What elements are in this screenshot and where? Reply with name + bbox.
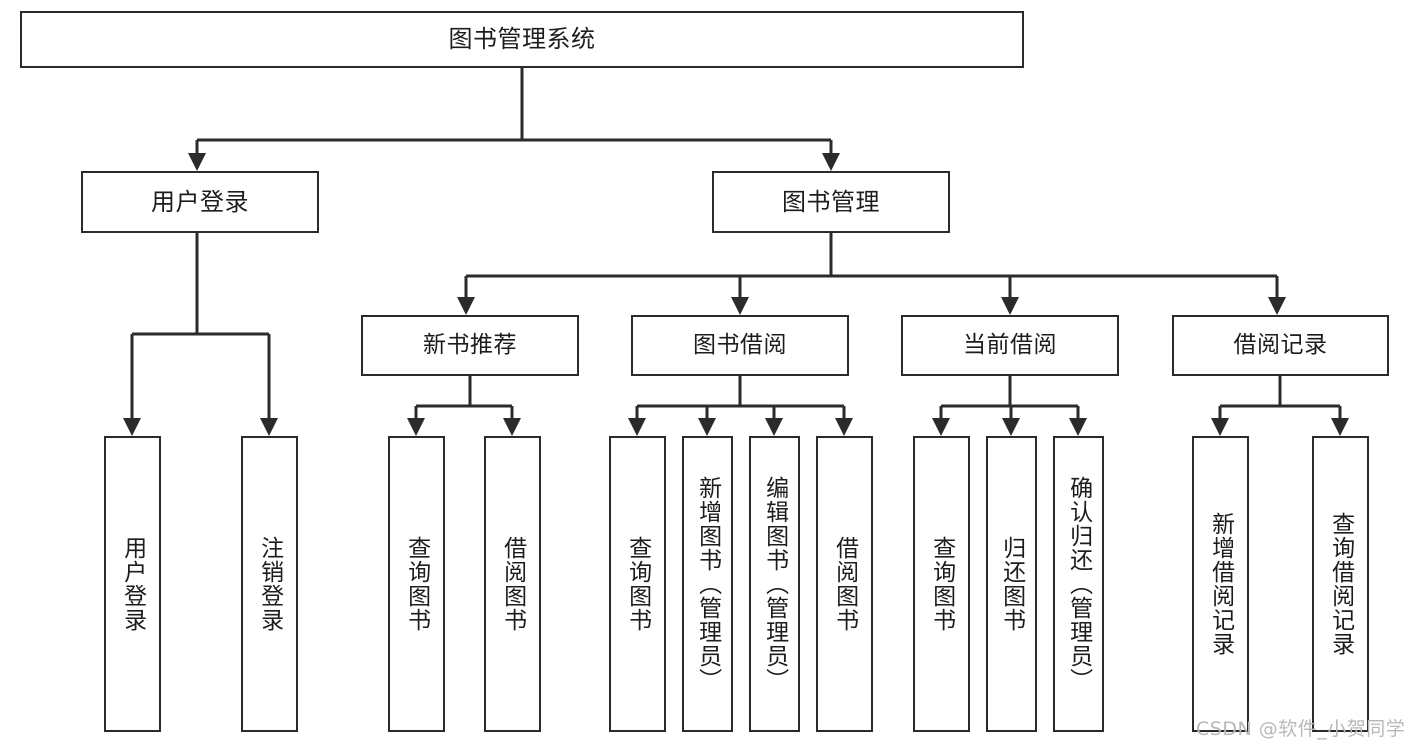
- node-leaf-query-book-1-label: 查询图书: [403, 536, 430, 632]
- node-borrow-record-label: 借阅记录: [1233, 331, 1328, 358]
- node-new-book-recommend-label: 新书推荐: [423, 331, 517, 358]
- node-leaf-borrow-book-2[interactable]: 借阅图书: [816, 436, 873, 732]
- node-leaf-query-book-3-label: 查询图书: [928, 536, 955, 632]
- node-leaf-borrow-book-1-label: 借阅图书: [499, 536, 526, 632]
- node-leaf-edit-book-label: 编辑图书（管理员）: [761, 476, 788, 692]
- node-new-book-recommend[interactable]: 新书推荐: [361, 315, 579, 376]
- node-leaf-borrow-book-1[interactable]: 借阅图书: [484, 436, 541, 732]
- node-leaf-query-book-2[interactable]: 查询图书: [609, 436, 666, 732]
- node-leaf-user-login-label: 用户登录: [119, 536, 146, 632]
- node-book-manage-label: 图书管理: [782, 187, 880, 216]
- node-leaf-confirm-return-label: 确认归还（管理员）: [1065, 476, 1092, 692]
- node-leaf-add-book-label: 新增图书（管理员）: [694, 476, 721, 692]
- node-book-borrow[interactable]: 图书借阅: [631, 315, 849, 376]
- node-user-login-label: 用户登录: [151, 187, 249, 216]
- node-leaf-add-record-label: 新增借阅记录: [1207, 512, 1234, 656]
- node-leaf-query-record[interactable]: 查询借阅记录: [1312, 436, 1369, 732]
- node-current-borrow[interactable]: 当前借阅: [901, 315, 1119, 376]
- node-book-borrow-label: 图书借阅: [693, 331, 787, 358]
- node-leaf-user-login[interactable]: 用户登录: [104, 436, 161, 732]
- watermark-text: CSDN @软件_小贺同学: [1196, 718, 1405, 740]
- node-leaf-confirm-return[interactable]: 确认归还（管理员）: [1053, 436, 1104, 732]
- node-leaf-query-book-3[interactable]: 查询图书: [913, 436, 970, 732]
- node-leaf-query-book-1[interactable]: 查询图书: [388, 436, 445, 732]
- node-leaf-query-book-2-label: 查询图书: [624, 536, 651, 632]
- node-leaf-query-record-label: 查询借阅记录: [1327, 512, 1354, 656]
- node-leaf-edit-book[interactable]: 编辑图书（管理员）: [749, 436, 800, 732]
- node-book-manage[interactable]: 图书管理: [712, 171, 950, 233]
- node-leaf-borrow-book-2-label: 借阅图书: [831, 536, 858, 632]
- node-leaf-add-record[interactable]: 新增借阅记录: [1192, 436, 1249, 732]
- node-user-login[interactable]: 用户登录: [81, 171, 319, 233]
- node-root[interactable]: 图书管理系统: [20, 11, 1024, 68]
- node-borrow-record[interactable]: 借阅记录: [1172, 315, 1389, 376]
- node-root-label: 图书管理系统: [448, 25, 596, 54]
- node-leaf-return-book[interactable]: 归还图书: [986, 436, 1037, 732]
- node-leaf-return-book-label: 归还图书: [998, 536, 1025, 632]
- node-current-borrow-label: 当前借阅: [963, 331, 1057, 358]
- node-leaf-user-logout[interactable]: 注销登录: [241, 436, 298, 732]
- node-leaf-user-logout-label: 注销登录: [256, 536, 283, 632]
- node-leaf-add-book[interactable]: 新增图书（管理员）: [682, 436, 733, 732]
